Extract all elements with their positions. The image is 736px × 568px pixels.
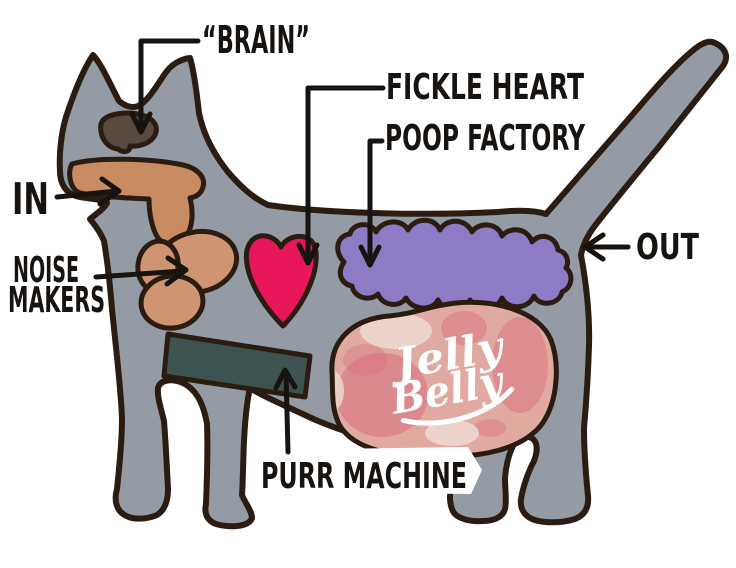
- noise-makers-arrowhead-icon: [164, 255, 189, 287]
- belly-mottling: [331, 311, 548, 446]
- in-pointer-line: [54, 188, 120, 200]
- intestines-organ: [335, 217, 574, 313]
- poop-factory-label: POOP FACTORY: [385, 118, 586, 159]
- noise-makers-pointer-line: [93, 268, 186, 280]
- out-callout: [582, 232, 631, 262]
- lungs-organ: [135, 228, 240, 331]
- brain-arrowhead-icon: [129, 111, 153, 135]
- belly-splotch: [336, 353, 428, 437]
- belly-splotch: [474, 419, 506, 437]
- labels: “BRAIN” FICKLE HEART POOP FACTORY IN NOI…: [8, 18, 699, 497]
- jelly-belly-logo-swoosh: [400, 386, 515, 426]
- belly-light-patch: [360, 313, 432, 349]
- noise-makers-label-line1: NOISE: [13, 250, 79, 291]
- poop-factory-arrowhead-icon: [358, 244, 382, 268]
- callout-lines: [54, 38, 631, 455]
- purr-machine-organ: [161, 331, 313, 400]
- purr-machine-label: PURR MACHINE: [261, 456, 467, 497]
- brain-label: “BRAIN”: [202, 18, 310, 62]
- fickle-heart-arrowhead-icon: [296, 242, 320, 266]
- in-arrowhead-icon: [97, 176, 122, 207]
- purr-machine-arrowhead-icon: [273, 367, 298, 391]
- poop-factory-pointer-line: [367, 138, 385, 265]
- out-arrowhead-icon: [582, 232, 606, 262]
- brain-callout: [129, 38, 201, 135]
- in-callout: [54, 176, 122, 207]
- purr-machine-label-backing: [250, 447, 482, 494]
- noise-makers-callout: [93, 255, 189, 287]
- brain-pointer-line: [138, 38, 201, 131]
- fickle-heart-pointer-line: [305, 85, 386, 263]
- heart-organ: [243, 233, 319, 329]
- belly-light-patch: [425, 420, 479, 446]
- lung-bottom-lobe: [138, 273, 206, 331]
- belly-splotch: [441, 311, 487, 345]
- out-label: OUT: [636, 227, 699, 268]
- belly-splotch: [492, 317, 548, 413]
- drawing-layer: [56, 38, 730, 530]
- purr-machine-pointer-line: [283, 369, 291, 455]
- belly-outline: [329, 299, 559, 459]
- poop-factory-callout: [358, 138, 385, 268]
- noise-makers-label-line2: MAKERS: [8, 280, 105, 321]
- belly-splotch: [343, 344, 387, 376]
- in-label: IN: [12, 174, 49, 225]
- fickle-heart-callout: [296, 85, 386, 266]
- belly-light-patch: [331, 370, 344, 412]
- purr-machine-callout: [273, 367, 298, 455]
- fickle-heart-label: FICKLE HEART: [386, 67, 584, 108]
